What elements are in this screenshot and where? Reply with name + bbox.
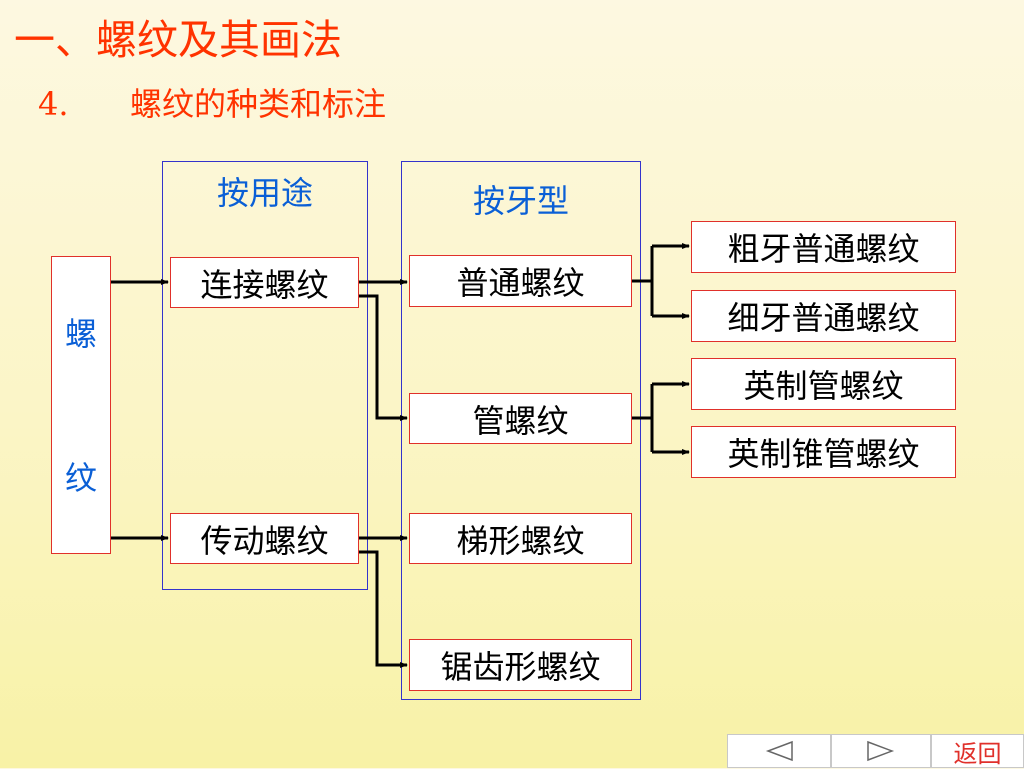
profile-group-frame	[401, 161, 641, 700]
triangle-right-icon	[867, 740, 895, 762]
section-number: 4.	[38, 85, 69, 123]
fine-ordinary-thread-box: 细牙普通螺纹	[691, 290, 956, 342]
next-slide-button[interactable]	[831, 734, 931, 768]
section-heading: 4. 螺纹的种类和标注	[38, 82, 386, 126]
prev-slide-button[interactable]	[727, 734, 831, 768]
slide-title: 一、螺纹及其画法	[14, 16, 342, 64]
british-taper-pipe-thread-box: 英制锥管螺纹	[691, 426, 956, 478]
connection-thread-box: 连接螺纹	[170, 257, 359, 308]
usage-group-frame	[162, 161, 368, 590]
arrow-transmission-to-buttress	[359, 550, 408, 668]
british-pipe-thread-box: 英制管螺纹	[691, 358, 956, 410]
root-char-bottom: 纹	[64, 459, 97, 497]
back-button[interactable]: 返回	[931, 734, 1024, 768]
transmission-thread-box: 传动螺纹	[170, 513, 359, 564]
section-title: 螺纹的种类和标注	[130, 85, 387, 123]
profile-group-label: 按牙型	[472, 182, 569, 220]
trapezoidal-thread-box: 梯形螺纹	[409, 513, 632, 564]
pipe-thread-box: 管螺纹	[409, 393, 632, 444]
root-thread-box: 螺 纹	[51, 256, 111, 554]
root-char-top: 螺	[64, 315, 97, 353]
arrow-connection-to-pipe	[359, 294, 408, 421]
arrow-ordinary-branch	[632, 246, 654, 316]
usage-group-label: 按用途	[216, 174, 313, 212]
ordinary-thread-box: 普通螺纹	[409, 255, 632, 307]
coarse-ordinary-thread-box: 粗牙普通螺纹	[691, 221, 956, 273]
triangle-left-icon	[765, 740, 793, 762]
buttress-thread-box: 锯齿形螺纹	[409, 639, 632, 691]
arrow-pipe-branch	[632, 384, 654, 452]
